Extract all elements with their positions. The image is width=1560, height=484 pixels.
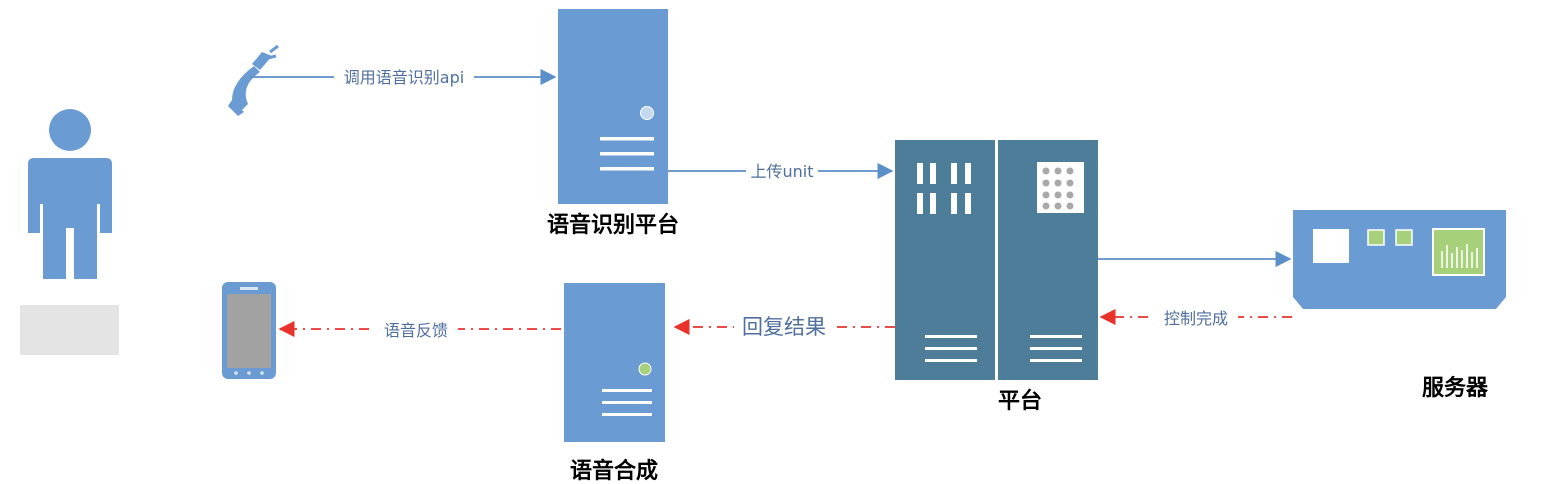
phone-handset-icon — [228, 44, 279, 116]
person-icon — [28, 109, 112, 279]
rack-cabinet-icon — [895, 140, 1098, 380]
recognition-server-icon — [558, 9, 668, 204]
synthesis-server-icon — [564, 283, 665, 442]
edge-label-control-done: 控制完成 — [1164, 309, 1228, 328]
node-label-platform: 平台 — [998, 388, 1042, 414]
node-label-recognition-platform: 语音识别平台 — [547, 212, 679, 238]
person-label-placeholder — [20, 305, 119, 355]
smartphone-icon — [222, 282, 276, 379]
node-label-server: 服务器 — [1422, 376, 1489, 401]
edge-label-call-api: 调用语音识别api — [344, 68, 464, 87]
server-box-icon — [1293, 210, 1506, 309]
node-label-synthesis: 语音合成 — [570, 458, 658, 484]
edge-label-voice-feedback: 语音反馈 — [384, 321, 448, 340]
edge-label-reply-result: 回复结果 — [742, 315, 826, 339]
edge-label-upload: 上传unit — [750, 162, 813, 181]
